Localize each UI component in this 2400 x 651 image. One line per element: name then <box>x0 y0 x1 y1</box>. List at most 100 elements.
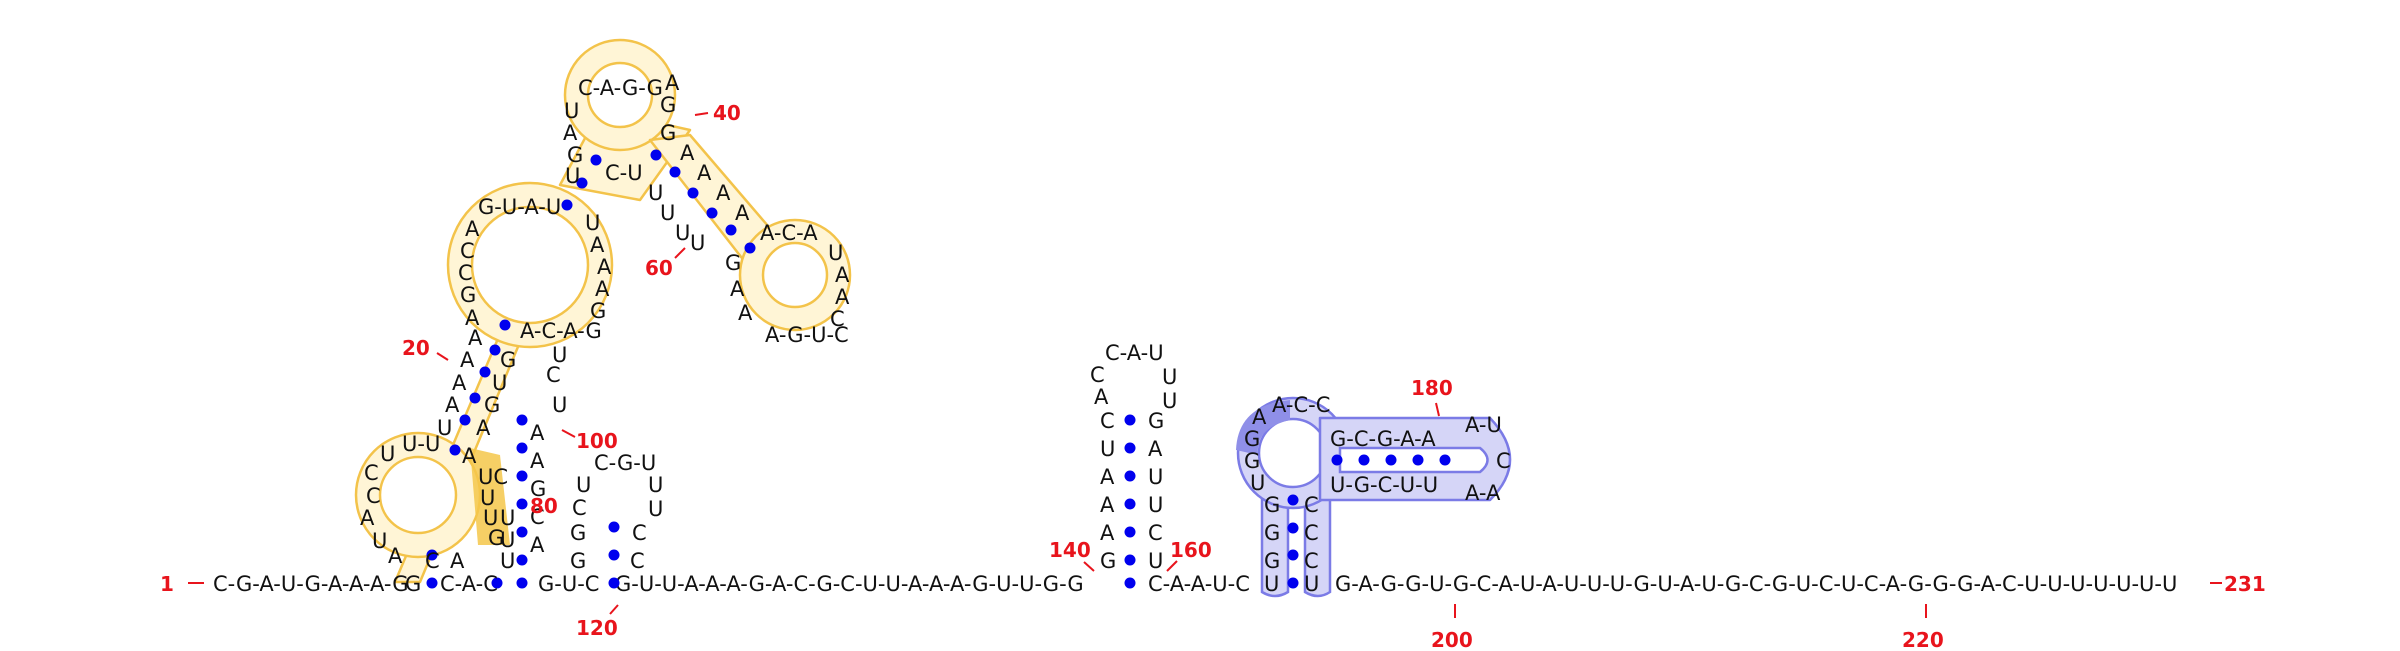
svg-text:C: C <box>630 549 645 573</box>
svg-text:A-C-A: A-C-A <box>760 221 818 245</box>
svg-text:A: A <box>563 121 578 145</box>
base-pair-dots <box>426 149 1451 589</box>
svg-text:U: U <box>1100 437 1115 461</box>
svg-text:A: A <box>450 549 465 573</box>
svg-text:U: U <box>380 442 395 466</box>
svg-text:U: U <box>483 506 498 530</box>
svg-text:A: A <box>730 277 745 301</box>
svg-text:C: C <box>1496 449 1511 473</box>
svg-text:C: C <box>1304 521 1319 545</box>
svg-text:A: A <box>468 326 483 350</box>
svg-text:C: C <box>572 496 587 520</box>
position-label-231: 231 <box>2224 572 2266 596</box>
svg-text:C: C <box>830 307 845 331</box>
position-label-1: 1 <box>160 572 174 596</box>
svg-text:U: U <box>500 506 515 530</box>
svg-text:G-C-G-A-A: G-C-G-A-A <box>1330 427 1436 451</box>
linker-backbone: G-U-U-A-A-A-G-A-C-G-C-U-U-A-A-A-G-U-U-G-… <box>615 572 1084 596</box>
svg-text:U: U <box>660 201 675 225</box>
svg-text:G: G <box>660 121 676 145</box>
backbone-3prime-text: G-A-G-G-U-G-C-A-U-A-U-U-U-G-U-A-U-G-C-G-… <box>1335 572 2177 596</box>
svg-text:A: A <box>590 233 605 257</box>
svg-text:U: U <box>565 164 580 188</box>
svg-text:C-U: C-U <box>605 161 643 185</box>
position-label-20: 20 <box>402 336 430 360</box>
svg-text:C-A-C: C-A-C <box>440 572 498 596</box>
svg-text:A: A <box>597 255 612 279</box>
svg-text:G: G <box>460 283 476 307</box>
svg-text:U: U <box>564 99 579 123</box>
svg-text:U: U <box>1304 572 1319 596</box>
svg-text:A-C-C: A-C-C <box>1272 393 1330 417</box>
svg-text:U: U <box>648 473 663 497</box>
svg-text:U: U <box>648 181 663 205</box>
svg-text:G: G <box>1100 549 1116 573</box>
svg-text:A: A <box>445 393 460 417</box>
svg-text:G: G <box>590 299 606 323</box>
svg-text:A-U: A-U <box>1465 413 1502 437</box>
svg-text:A: A <box>735 201 750 225</box>
svg-text:C: C <box>1090 363 1105 387</box>
svg-text:U: U <box>552 393 567 417</box>
svg-text:U: U <box>585 211 600 235</box>
svg-text:U: U <box>372 529 387 553</box>
svg-text:A: A <box>595 277 610 301</box>
svg-text:A: A <box>460 348 475 372</box>
svg-text:UC: UC <box>478 465 508 489</box>
position-label-120: 120 <box>576 616 618 640</box>
svg-text:U: U <box>648 497 663 521</box>
svg-text:U: U <box>1264 572 1279 596</box>
svg-text:G: G <box>1148 409 1164 433</box>
position-label-80: 80 <box>530 494 558 518</box>
svg-text:A: A <box>1252 405 1267 429</box>
blue-highlight-region <box>1236 396 1512 598</box>
svg-text:U: U <box>437 416 452 440</box>
svg-text:C-A-G-G: C-A-G-G <box>578 76 663 100</box>
svg-text:U: U <box>828 241 843 265</box>
svg-text:C-A-U: C-A-U <box>1105 341 1164 365</box>
svg-text:U-G-C-U-U: U-G-C-U-U <box>1330 473 1438 497</box>
svg-text:A: A <box>360 506 375 530</box>
svg-text:A: A <box>738 301 753 325</box>
svg-text:G: G <box>725 251 741 275</box>
svg-text:C: C <box>366 484 381 508</box>
svg-text:C: C <box>632 521 647 545</box>
svg-text:A: A <box>1100 465 1115 489</box>
svg-text:A: A <box>680 141 695 165</box>
yellow-highlight-region <box>354 38 852 584</box>
backbone-3prime: G-A-G-G-U-G-C-A-U-A-U-U-U-G-U-A-U-G-C-G-… <box>1335 572 2222 596</box>
svg-text:A: A <box>530 533 545 557</box>
svg-text:C-G-U: C-G-U <box>594 451 656 475</box>
svg-text:C: C <box>1304 549 1319 573</box>
svg-text:U: U <box>552 343 567 367</box>
svg-text:U: U <box>1148 465 1163 489</box>
svg-text:A: A <box>697 161 712 185</box>
svg-text:U: U <box>500 549 515 573</box>
svg-text:A: A <box>388 544 403 568</box>
svg-text:G: G <box>500 348 516 372</box>
svg-text:U: U <box>576 473 591 497</box>
svg-text:U: U <box>1162 365 1177 389</box>
svg-text:A: A <box>716 181 731 205</box>
svg-text:G: G <box>1244 449 1260 473</box>
svg-text:G: G <box>405 572 421 596</box>
position-label-40: 40 <box>713 101 741 125</box>
svg-text:U: U <box>1250 471 1265 495</box>
svg-text:A: A <box>1148 437 1163 461</box>
svg-text:U: U <box>480 486 495 510</box>
svg-text:G: G <box>570 549 586 573</box>
position-label-140: 140 <box>1049 538 1091 562</box>
svg-text:A: A <box>476 416 491 440</box>
svg-text:C: C <box>530 505 545 529</box>
svg-text:G-U-A-U: G-U-A-U <box>478 195 561 219</box>
svg-text:U-U: U-U <box>402 432 440 456</box>
svg-text:C: C <box>1304 493 1319 517</box>
svg-text:U: U <box>1148 493 1163 517</box>
svg-text:A: A <box>835 263 850 287</box>
svg-text:U: U <box>675 221 690 245</box>
svg-text:C: C <box>460 239 475 263</box>
backbone-5prime: C-G-A-U-G-A-A-A-G <box>188 572 409 596</box>
svg-text:A-G-U-C: A-G-U-C <box>765 323 849 347</box>
position-label-180: 180 <box>1411 376 1453 400</box>
